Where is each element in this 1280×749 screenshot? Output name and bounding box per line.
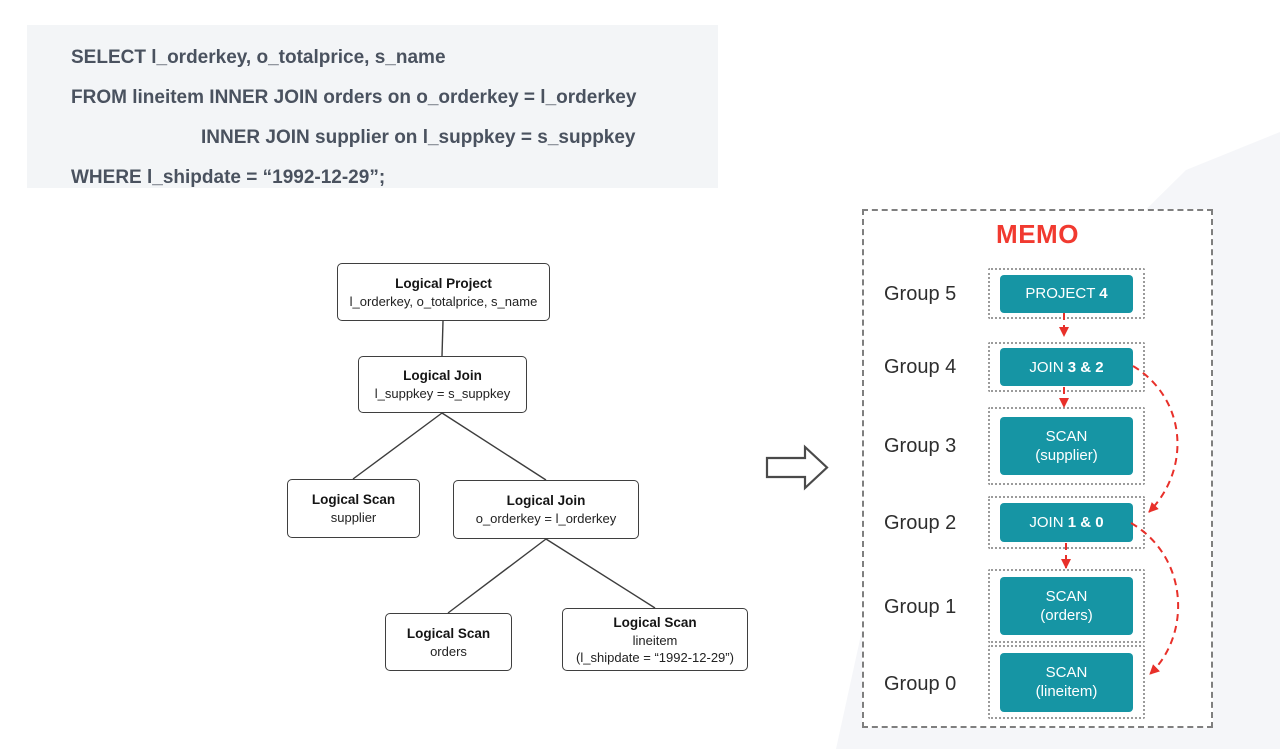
sql-line-select: SELECT l_orderkey, o_totalprice, s_name <box>71 47 446 68</box>
tree-node-logical-join-top: Logical Join l_suppkey = s_suppkey <box>358 356 527 413</box>
expr-op: JOIN <box>1029 358 1064 376</box>
node-title: Logical Scan <box>613 614 697 630</box>
memo-expr-join-1-0: JOIN 1 & 0 <box>1000 503 1133 542</box>
memo-expr-scan-lineitem: SCAN (lineitem) <box>1000 652 1133 712</box>
expr-sub: (lineitem) <box>1035 683 1098 700</box>
tree-node-logical-scan-orders: Logical Scan orders <box>385 613 512 671</box>
group-label-5: Group 5 <box>884 283 957 305</box>
node-detail: supplier <box>330 510 377 525</box>
expr-sub: (orders) <box>1040 607 1093 624</box>
group-container-4: JOIN 3 & 2 <box>988 342 1145 392</box>
sql-line-where: WHERE l_shipdate = “1992-12-29”; <box>71 167 386 188</box>
expr-sub: (supplier) <box>1035 447 1098 464</box>
expr-text: JOIN 3 & 2 <box>1029 358 1103 377</box>
expr-op: SCAN <box>1045 588 1088 605</box>
group-label-1: Group 1 <box>884 596 957 618</box>
expr-text: JOIN 1 & 0 <box>1029 513 1103 532</box>
expr-text: PROJECT 4 <box>1025 284 1107 303</box>
tree-node-logical-scan-supplier: Logical Scan supplier <box>287 479 420 538</box>
memo-expr-scan-orders: SCAN (orders) <box>1000 577 1133 635</box>
group-container-0: SCAN (lineitem) <box>988 645 1145 719</box>
node-detail-filter: (l_shipdate = “1992-12-29”) <box>576 649 734 665</box>
node-detail: o_orderkey = l_orderkey <box>475 511 617 526</box>
node-detail: l_suppkey = s_suppkey <box>374 386 511 401</box>
expr-op: SCAN <box>1045 664 1088 681</box>
group-label-3: Group 3 <box>884 435 957 457</box>
node-title: Logical Scan <box>311 492 396 507</box>
group-container-3: SCAN (supplier) <box>988 407 1145 485</box>
group-container-2: JOIN 1 & 0 <box>988 496 1145 549</box>
node-title: Logical Project <box>395 275 492 291</box>
sql-query-panel: SELECT l_orderkey, o_totalprice, s_name … <box>27 25 718 188</box>
memo-expr-scan-supplier: SCAN (supplier) <box>1000 417 1133 475</box>
node-title: Logical Join <box>506 493 586 508</box>
group-label-0: Group 0 <box>884 673 957 695</box>
tree-node-logical-project: Logical Project l_orderkey, o_totalprice… <box>337 263 550 321</box>
memo-title: MEMO <box>996 219 1079 249</box>
memo-expr-join-3-2: JOIN 3 & 2 <box>1000 348 1133 386</box>
memo-panel: MEMO Group 5 PROJECT 4 Group 4 JOIN 3 & … <box>862 209 1213 728</box>
expr-refs: 3 & 2 <box>1067 358 1104 376</box>
node-title: Logical Join <box>403 368 482 383</box>
sql-line-from: FROM lineitem INNER JOIN orders on o_ord… <box>71 87 637 108</box>
tree-node-logical-join-bottom: Logical Join o_orderkey = l_orderkey <box>453 480 639 539</box>
node-detail: l_orderkey, o_totalprice, s_name <box>349 293 538 309</box>
expr-refs: 4 <box>1099 285 1108 302</box>
expr-op: JOIN <box>1029 514 1064 531</box>
sql-line-inner-join: INNER JOIN supplier on l_suppkey = s_sup… <box>201 127 636 148</box>
tree-node-logical-scan-lineitem: Logical Scan lineitem (l_shipdate = “199… <box>562 608 748 671</box>
transform-arrow-icon <box>765 444 829 491</box>
node-detail: lineitem <box>632 632 678 648</box>
group-label-4: Group 4 <box>884 356 957 378</box>
group-container-5: PROJECT 4 <box>988 268 1145 319</box>
expr-refs: 1 & 0 <box>1067 514 1104 531</box>
memo-expr-project-4: PROJECT 4 <box>1000 274 1133 313</box>
expr-op: SCAN <box>1045 428 1088 445</box>
expr-op: PROJECT <box>1025 285 1096 302</box>
node-title: Logical Scan <box>406 625 491 641</box>
node-detail: orders <box>430 643 467 659</box>
group-label-2: Group 2 <box>884 512 957 534</box>
group-container-1: SCAN (orders) <box>988 569 1145 643</box>
